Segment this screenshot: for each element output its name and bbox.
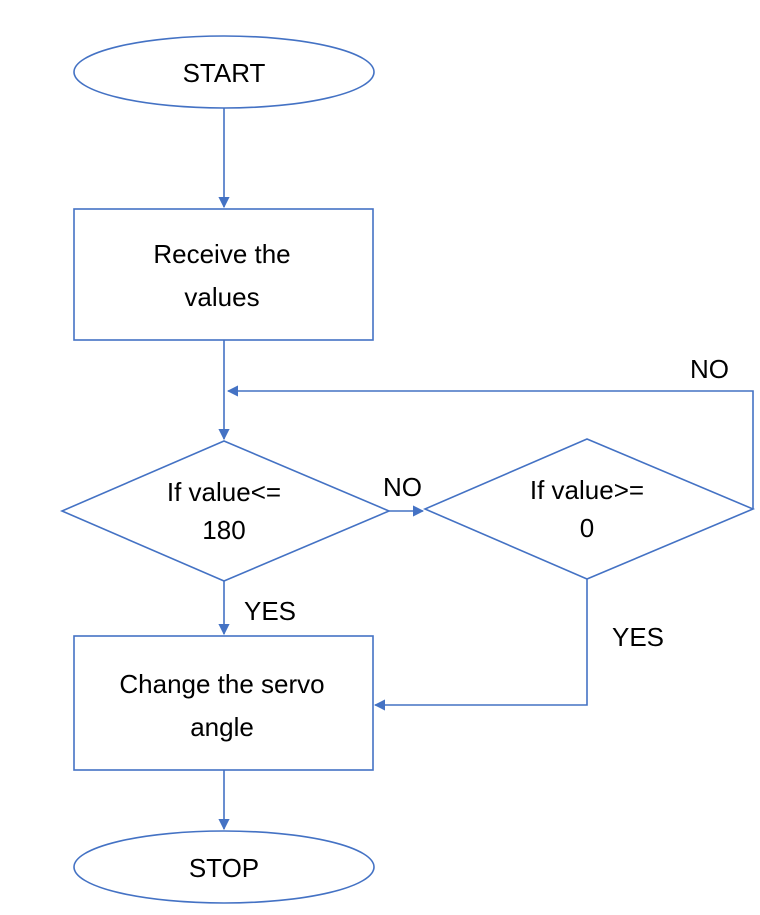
no-label-decision1: NO bbox=[383, 472, 422, 502]
start-label: START bbox=[183, 58, 266, 88]
connector-decision2-yes bbox=[373, 579, 588, 711]
change-servo-angle-box bbox=[73, 635, 374, 771]
stop-label: STOP bbox=[189, 853, 259, 883]
change-servo-label-line1: Change the servo bbox=[119, 669, 324, 699]
decision1-label-line1: If value<= bbox=[167, 477, 281, 507]
receive-values-label-line2: values bbox=[184, 282, 259, 312]
no-label-decision2: NO bbox=[690, 354, 729, 384]
decision2-label-line1: If value>= bbox=[530, 475, 644, 505]
connector-decision2-no-loop bbox=[226, 385, 754, 509]
decision1-label-line2: 180 bbox=[202, 515, 245, 545]
change-servo-label-line2: angle bbox=[190, 712, 254, 742]
stop-terminal bbox=[73, 830, 375, 904]
decision-value-ge-0 bbox=[422, 438, 756, 580]
decision2-label-line2: 0 bbox=[580, 513, 594, 543]
yes-label-decision1: YES bbox=[244, 596, 296, 626]
receive-values-label-line1: Receive the bbox=[153, 239, 290, 269]
receive-values-box bbox=[73, 208, 374, 341]
yes-label-decision2: YES bbox=[612, 622, 664, 652]
decision-value-le-180 bbox=[59, 440, 392, 582]
